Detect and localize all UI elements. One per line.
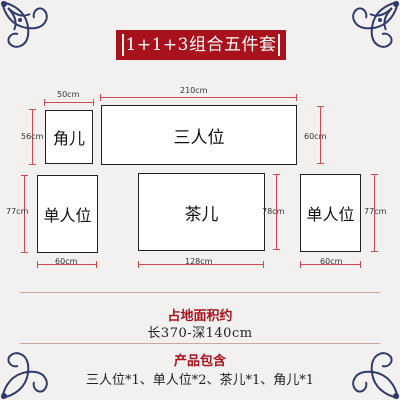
dim-line-sanren-depth — [317, 106, 324, 164]
piece-jiao-label: 角儿 — [52, 129, 85, 148]
area-title: 占地面积约 — [167, 309, 233, 324]
dim-chaji-width: 128cm — [185, 257, 213, 266]
area-value: 长370-深140cm — [147, 326, 253, 341]
dim-line-danren-right-width — [300, 261, 361, 268]
corner-ornament-top-left — [1, 1, 48, 48]
includes-value: 三人位*1、单人位*2、茶儿*1、角儿*1 — [85, 373, 315, 388]
piece-chaji: 茶儿 — [138, 173, 265, 251]
dim-line-chaji-depth — [273, 174, 280, 250]
dim-line-jiao-depth — [29, 109, 36, 165]
dim-danren-right-depth: 77cm — [364, 207, 387, 216]
dim-jiao-width: 50cm — [57, 90, 80, 99]
piece-sanren-label: 三人位 — [173, 127, 225, 148]
dim-jiao-depth: 56cm — [21, 132, 44, 141]
piece-chaji-label: 茶儿 — [184, 204, 219, 225]
piece-danren-right-label: 单人位 — [306, 205, 355, 224]
includes-title: 产品包含 — [173, 354, 226, 369]
piece-danren-left-label: 单人位 — [43, 206, 92, 225]
piece-danren-left: 单人位 — [37, 175, 98, 253]
divider-top — [20, 292, 380, 293]
dim-sanren-depth: 60cm — [304, 132, 327, 141]
dim-line-danren-right-depth — [371, 174, 378, 252]
piece-jiao: 角儿 — [45, 110, 93, 164]
dim-danren-right-width: 60cm — [320, 257, 343, 266]
piece-sanren: 三人位 — [101, 105, 297, 165]
dim-line-jiao-width — [44, 99, 94, 106]
dim-line-danren-left-depth — [21, 175, 28, 253]
dim-sanren-width: 210cm — [180, 86, 208, 95]
dim-danren-left-width: 60cm — [55, 257, 78, 266]
title-banner: 1+1+3组合五件套 — [116, 30, 286, 60]
dim-line-chaji-width — [138, 261, 264, 268]
dim-danren-left-depth: 77cm — [6, 207, 29, 216]
dim-line-danren-left-width — [37, 261, 97, 268]
dim-chaji-depth: 78cm — [262, 207, 285, 216]
corner-ornament-bottom-left — [1, 352, 48, 399]
divider-middle — [20, 343, 380, 344]
piece-danren-right: 单人位 — [300, 174, 361, 252]
corner-ornament-top-right — [352, 1, 399, 48]
dim-line-sanren-width — [100, 94, 297, 101]
corner-ornament-bottom-right — [352, 352, 399, 399]
